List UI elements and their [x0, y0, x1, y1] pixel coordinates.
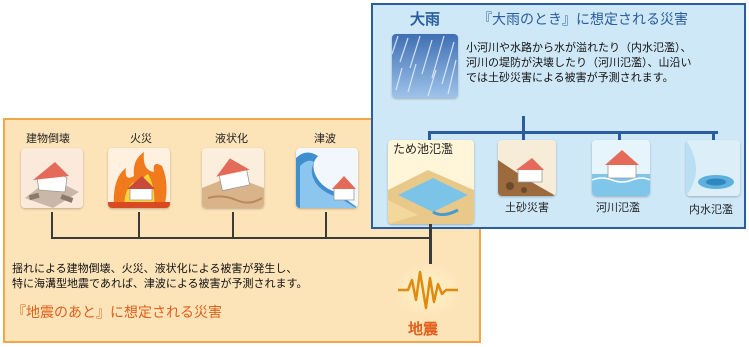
earthquake-icon [396, 264, 460, 316]
heavy-rain-title: 大雨 [410, 10, 441, 28]
river-flood-label: 河川氾濫 [596, 201, 640, 214]
rain-connector-horizontal [428, 131, 718, 134]
fire-label: 火災 [130, 132, 152, 145]
earthquake-description: 揺れによる建物倒壊、火災、液状化による被害が発生し、 特に海溝型地震であれば、津… [12, 262, 308, 290]
tsunami-icon [296, 148, 358, 208]
inland-flood-icon [686, 140, 740, 196]
rain-connector-1 [428, 131, 431, 145]
liquefaction-icon [202, 148, 264, 208]
rain-connector-4 [712, 131, 715, 147]
landslide-label: 土砂災害 [505, 201, 549, 214]
river-flood-icon [592, 140, 650, 196]
rain-connector-root [522, 116, 525, 133]
rain-connector-2 [522, 131, 525, 147]
heavy-rain-icon [392, 34, 458, 98]
quake-connector-1 [51, 212, 53, 238]
earthquake-label: 地震 [408, 320, 439, 338]
liquefaction-label: 液状化 [215, 132, 248, 145]
quake-connector-2 [138, 212, 140, 238]
building-collapse-label: 建物倒壊 [26, 132, 70, 145]
quake-connector-horizontal [51, 237, 431, 239]
reservoir-flood-label: ため池氾濫 [393, 142, 454, 156]
landslide-icon [498, 140, 556, 196]
tsunami-label: 津波 [314, 132, 336, 145]
inland-flood-label: 内水氾濫 [689, 203, 733, 216]
rain-connector-3 [618, 131, 621, 147]
fire-icon [108, 148, 170, 208]
reservoir-flood-icon [388, 140, 474, 224]
quake-connector-root [429, 224, 432, 266]
heavy-rain-subtitle: 『大雨のとき』に想定される災害 [478, 12, 688, 28]
quake-connector-3 [232, 212, 234, 238]
quake-connector-4 [325, 212, 327, 238]
building-collapse-icon [21, 148, 83, 208]
heavy-rain-description: 小河川や水路から水が溢れたり（内水氾濫）、 河川の堤防が決壊したり（河川氾濫）、… [466, 41, 692, 84]
earthquake-subtitle: 『地震のあと』に想定される災害 [12, 305, 222, 321]
